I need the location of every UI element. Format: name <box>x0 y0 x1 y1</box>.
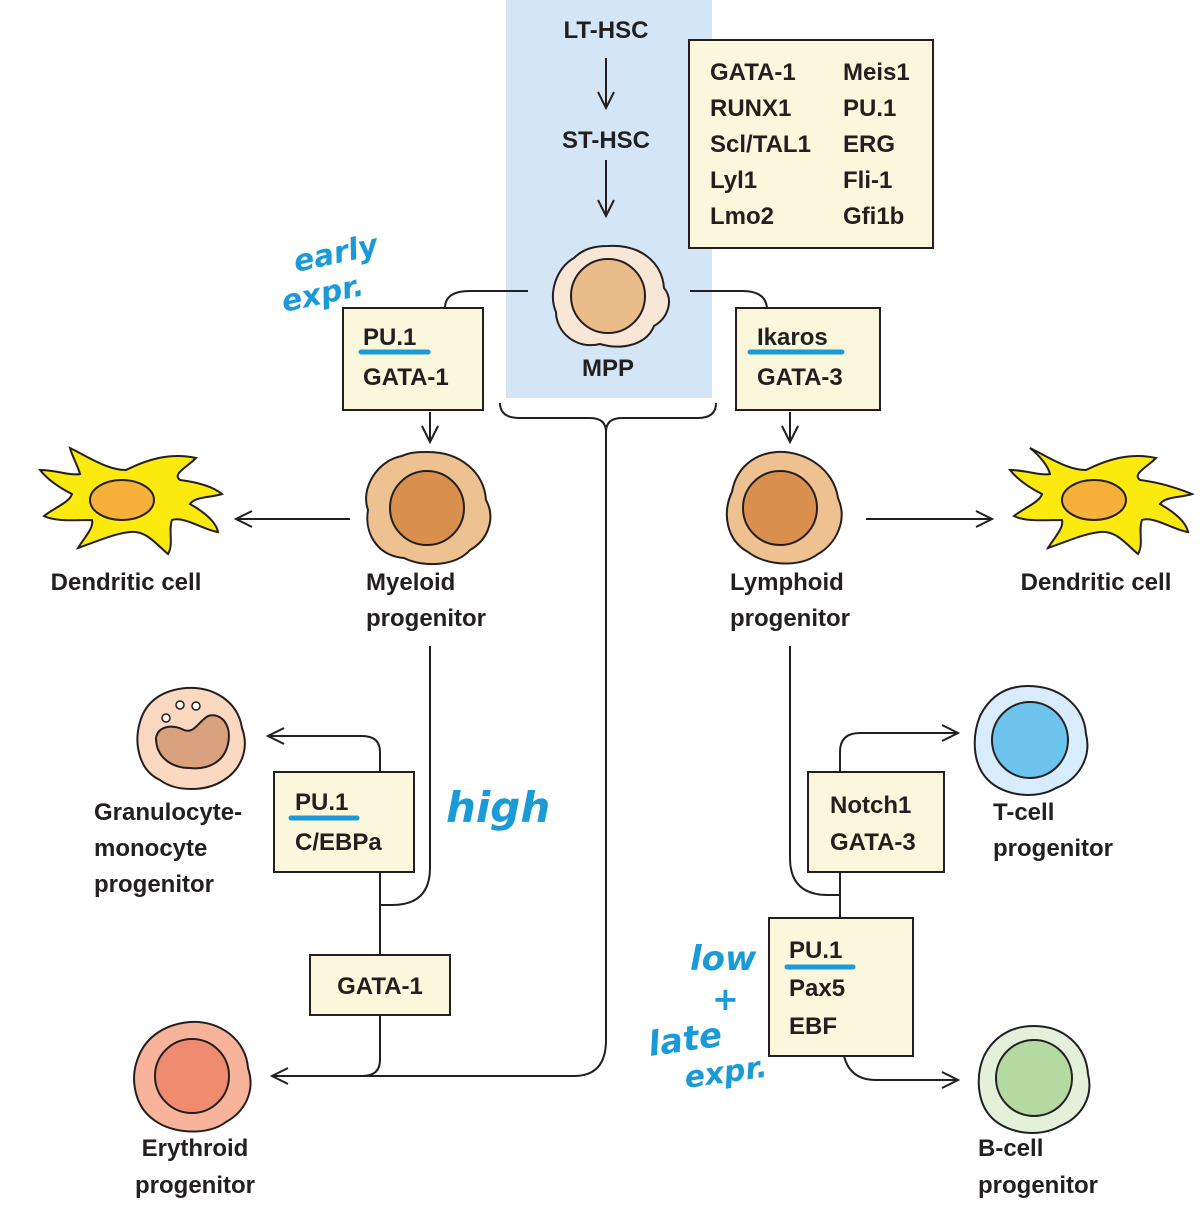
myeloid-factor-gata1: GATA-1 <box>363 364 449 391</box>
myeloid-label-line1: Myeloid <box>366 569 455 596</box>
lt-hsc-label: LT-HSC <box>564 17 649 44</box>
dendritic-label-left: Dendritic cell <box>51 569 202 596</box>
gm-progenitor-cell <box>136 686 246 790</box>
myeloid-factor-pu1: PU.1 <box>363 324 416 351</box>
factor-table-item: Meis1 <box>843 59 910 86</box>
mpp-to-erythroid-line <box>272 432 607 1076</box>
factor-table-item: Lmo2 <box>710 203 774 230</box>
b-cell-label-line1: B-cell <box>978 1135 1043 1162</box>
lymphoid-progenitor-cell <box>725 450 843 565</box>
lymphoid-label-line2: progenitor <box>730 605 850 632</box>
lymphoid-label-line1: Lymphoid <box>730 569 844 596</box>
gata1-to-erythroid-line <box>361 1016 381 1077</box>
mpp-label: MPP <box>582 355 634 382</box>
b-cell-label-line2: progenitor <box>978 1172 1098 1199</box>
mpp-to-myeloid-line <box>444 290 528 309</box>
mpp-bracket <box>499 402 717 433</box>
t-factor-box <box>807 771 945 873</box>
lymphoid-factor-ikaros: Ikaros <box>757 324 828 351</box>
factor-table-box <box>688 39 934 249</box>
t-arrow-line <box>839 733 958 772</box>
b-factor-pu1: PU.1 <box>789 937 842 964</box>
erythroid-label-line2: progenitor <box>135 1172 255 1199</box>
lymphoid-down-line <box>789 646 840 896</box>
gm-label-line1: Granulocyte- <box>94 799 242 826</box>
b-factor-pax5: Pax5 <box>789 975 845 1002</box>
factor-table-item: GATA-1 <box>710 59 796 86</box>
factor-table-item: Fli-1 <box>843 167 892 194</box>
lymphoid-factor-box <box>735 307 881 411</box>
b-factor-box <box>768 917 914 1057</box>
factor-table-item: Gfi1b <box>843 203 904 230</box>
factor-table-item: PU.1 <box>843 95 896 122</box>
factor-table-item: RUNX1 <box>710 95 791 122</box>
myeloid-down-line <box>380 646 431 906</box>
t-factor-notch1: Notch1 <box>830 792 911 819</box>
gm-factor-pu1: PU.1 <box>295 789 348 816</box>
gm-factor-box <box>273 771 415 873</box>
dendritic-cell-right <box>1007 447 1195 556</box>
annotation-plus: + <box>712 980 739 1018</box>
b-arrow-line <box>843 1055 958 1080</box>
gata1-box-label: GATA-1 <box>337 973 423 1000</box>
annotation-low: low <box>690 939 757 979</box>
myeloid-progenitor-cell <box>365 450 492 566</box>
myeloid-factor-box <box>342 307 484 411</box>
st-hsc-label: ST-HSC <box>562 127 650 154</box>
dendritic-label-right: Dendritic cell <box>1021 569 1172 596</box>
factor-table-item: Lyl1 <box>710 167 757 194</box>
gata1-box <box>309 954 451 1016</box>
annotation-early: early <box>290 228 382 280</box>
gm-label-line2: monocyte <box>94 835 207 862</box>
t-cell-label-line2: progenitor <box>993 835 1113 862</box>
erythroid-progenitor-cell <box>133 1020 252 1133</box>
lymphoid-factor-gata3: GATA-3 <box>757 364 843 391</box>
t-factor-gata3: GATA-3 <box>830 829 916 856</box>
factor-table-item: ERG <box>843 131 895 158</box>
annotation-high: high <box>446 783 550 832</box>
t-cell-label-line1: T-cell <box>993 799 1054 826</box>
erythroid-label-line1: Erythroid <box>142 1135 249 1162</box>
mpp-cell <box>551 244 670 348</box>
factor-table-item: Scl/TAL1 <box>710 131 811 158</box>
b-factor-ebf: EBF <box>789 1013 837 1040</box>
t-cell-progenitor-cell <box>973 684 1089 796</box>
gm-arrow-line <box>268 736 381 772</box>
gm-factor-cebpa: C/EBPa <box>295 829 382 856</box>
dendritic-cell-left <box>37 446 225 556</box>
mpp-to-lymphoid-line <box>690 290 768 311</box>
gm-label-line3: progenitor <box>94 871 214 898</box>
b-cell-progenitor-cell <box>977 1024 1091 1134</box>
myeloid-label-line2: progenitor <box>366 605 486 632</box>
